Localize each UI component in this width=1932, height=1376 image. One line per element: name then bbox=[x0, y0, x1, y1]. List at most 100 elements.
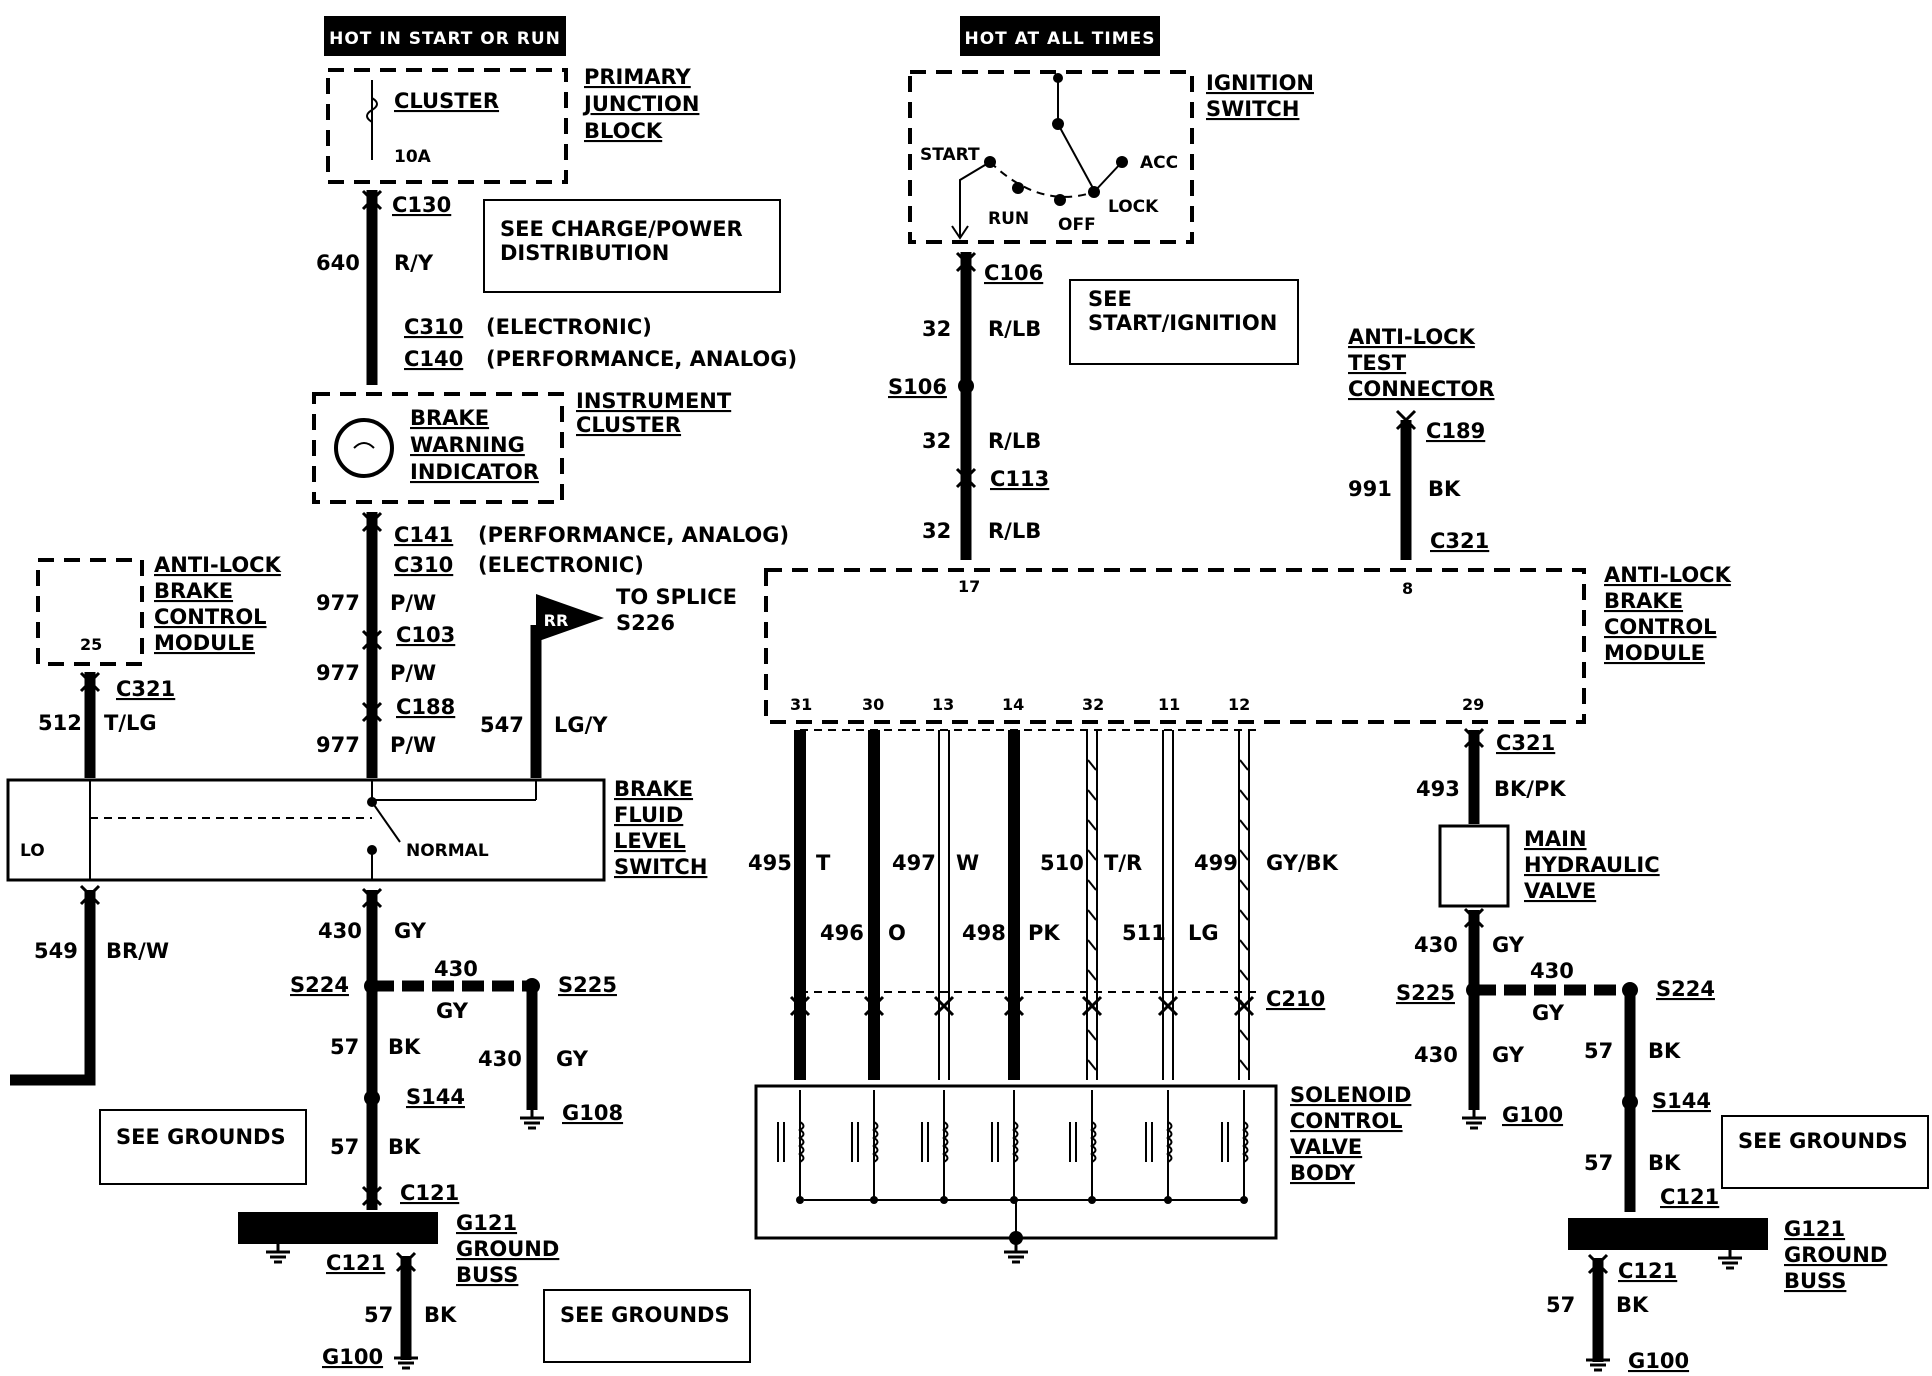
svg-text:S144: S144 bbox=[406, 1085, 465, 1109]
svg-text:SEE GROUNDS: SEE GROUNDS bbox=[1738, 1129, 1908, 1153]
svg-text:RR: RR bbox=[544, 611, 569, 630]
svg-text:32: 32 bbox=[922, 317, 951, 341]
svg-text:57: 57 bbox=[1584, 1151, 1613, 1175]
svg-text:LEVEL: LEVEL bbox=[614, 829, 686, 853]
svg-text:CLUSTER: CLUSTER bbox=[394, 89, 499, 113]
svg-text:W: W bbox=[956, 851, 979, 875]
svg-text:32: 32 bbox=[922, 429, 951, 453]
svg-text:T: T bbox=[816, 851, 831, 875]
harness-wire-6 bbox=[1157, 730, 1179, 1080]
solenoid-harness bbox=[789, 730, 1255, 1080]
abs-pin-14: 14 bbox=[1002, 695, 1024, 714]
see-start-ignition-note: SEE START/IGNITION bbox=[1069, 279, 1299, 365]
svg-text:BRAKE: BRAKE bbox=[1604, 589, 1683, 613]
svg-text:495: 495 bbox=[748, 851, 792, 875]
svg-text:57: 57 bbox=[1584, 1039, 1613, 1063]
svg-text:8: 8 bbox=[1402, 579, 1413, 598]
svg-text:GY: GY bbox=[394, 919, 427, 943]
svg-text:496: 496 bbox=[820, 921, 864, 945]
svg-text:GY: GY bbox=[556, 1047, 589, 1071]
svg-text:57: 57 bbox=[364, 1303, 393, 1327]
svg-text:G100: G100 bbox=[1628, 1349, 1689, 1373]
solenoid-coil-icon bbox=[991, 1090, 1019, 1204]
svg-text:C140: C140 bbox=[404, 347, 463, 371]
svg-text:499: 499 bbox=[1194, 851, 1238, 875]
svg-text:(PERFORMANCE, ANALOG): (PERFORMANCE, ANALOG) bbox=[486, 347, 797, 371]
svg-text:P/W: P/W bbox=[390, 661, 436, 685]
svg-text:C189: C189 bbox=[1426, 419, 1485, 443]
svg-text:BRAKE: BRAKE bbox=[154, 579, 233, 603]
svg-text:S224: S224 bbox=[290, 973, 349, 997]
svg-text:430: 430 bbox=[1414, 1043, 1458, 1067]
fuse-icon bbox=[366, 97, 378, 123]
brake-fluid-level-switch: LO NORMAL BRAKE FLUID LEVEL SWITCH bbox=[6, 777, 707, 882]
svg-text:10A: 10A bbox=[394, 147, 432, 167]
svg-text:O: O bbox=[888, 921, 906, 945]
svg-text:C121: C121 bbox=[1618, 1259, 1677, 1283]
svg-text:430: 430 bbox=[318, 919, 362, 943]
svg-text:NORMAL: NORMAL bbox=[406, 841, 489, 861]
svg-text:C321: C321 bbox=[116, 677, 175, 701]
svg-text:DISTRIBUTION: DISTRIBUTION bbox=[500, 241, 669, 265]
svg-text:P/W: P/W bbox=[390, 591, 436, 615]
svg-text:C113: C113 bbox=[990, 467, 1049, 491]
svg-text:MODULE: MODULE bbox=[1604, 641, 1705, 665]
svg-text:LG: LG bbox=[1188, 921, 1219, 945]
abs-module-small: 25 ANTI-LOCK BRAKE CONTROL MODULE bbox=[36, 553, 282, 666]
svg-text:CONTROL: CONTROL bbox=[154, 605, 267, 629]
harness-wire-1 bbox=[789, 730, 811, 1080]
svg-text:BUSS: BUSS bbox=[1784, 1269, 1846, 1293]
svg-text:430: 430 bbox=[1414, 933, 1458, 957]
see-grounds-note-3: SEE GROUNDS bbox=[1721, 1115, 1929, 1189]
svg-text:ANTI-LOCK: ANTI-LOCK bbox=[1604, 563, 1732, 587]
svg-text:57: 57 bbox=[330, 1035, 359, 1059]
svg-text:GY: GY bbox=[436, 999, 469, 1023]
svg-text:CONNECTOR: CONNECTOR bbox=[1348, 377, 1495, 401]
abs-test-connector: ANTI-LOCK TEST CONNECTOR bbox=[1348, 325, 1495, 401]
svg-text:LG/Y: LG/Y bbox=[554, 713, 608, 737]
svg-text:C321: C321 bbox=[1496, 731, 1555, 755]
svg-text:(ELECTRONIC): (ELECTRONIC) bbox=[486, 315, 652, 339]
solenoid-coil-icon bbox=[1221, 1090, 1249, 1204]
svg-text:ANTI-LOCK: ANTI-LOCK bbox=[1348, 325, 1476, 349]
svg-text:511: 511 bbox=[1122, 921, 1166, 945]
harness-wire-5 bbox=[1081, 730, 1103, 1080]
svg-text:G100: G100 bbox=[322, 1345, 383, 1369]
svg-text:BRAKE: BRAKE bbox=[614, 777, 693, 801]
svg-text:497: 497 bbox=[892, 851, 936, 875]
ignition-switch: START RUN OFF LOCK ACC IGNITION SWITCH bbox=[908, 70, 1314, 244]
svg-text:S225: S225 bbox=[1396, 981, 1455, 1005]
svg-text:C321: C321 bbox=[1430, 529, 1489, 553]
svg-text:430: 430 bbox=[434, 957, 478, 981]
abs-pin-29: 29 bbox=[1462, 695, 1484, 714]
solenoid-control-valve-body: SOLENOID CONTROL VALVE BODY bbox=[754, 1083, 1411, 1264]
svg-text:GY: GY bbox=[1492, 1043, 1525, 1067]
solenoid-coil-icon bbox=[1145, 1090, 1173, 1204]
svg-text:SEE: SEE bbox=[1088, 287, 1132, 311]
svg-text:JUNCTION: JUNCTION bbox=[582, 92, 699, 116]
svg-text:TEST: TEST bbox=[1348, 351, 1407, 375]
svg-text:CONTROL: CONTROL bbox=[1604, 615, 1717, 639]
svg-text:LOCK: LOCK bbox=[1108, 197, 1159, 217]
svg-text:GY: GY bbox=[1532, 1001, 1565, 1025]
svg-text:C106: C106 bbox=[984, 261, 1043, 285]
svg-text:(ELECTRONIC): (ELECTRONIC) bbox=[478, 553, 644, 577]
harness-wire-3 bbox=[933, 730, 955, 1080]
svg-text:498: 498 bbox=[962, 921, 1006, 945]
svg-text:S106: S106 bbox=[888, 375, 947, 399]
svg-text:493: 493 bbox=[1416, 777, 1460, 801]
svg-text:977: 977 bbox=[316, 591, 360, 615]
svg-text:SOLENOID: SOLENOID bbox=[1290, 1083, 1411, 1107]
svg-text:BK: BK bbox=[1428, 477, 1461, 501]
svg-text:HYDRAULIC: HYDRAULIC bbox=[1524, 853, 1660, 877]
svg-text:CONTROL: CONTROL bbox=[1290, 1109, 1403, 1133]
svg-text:32: 32 bbox=[922, 519, 951, 543]
bulb-icon bbox=[334, 418, 394, 478]
svg-text:S226: S226 bbox=[616, 611, 675, 635]
svg-text:C103: C103 bbox=[396, 623, 455, 647]
svg-text:PK: PK bbox=[1028, 921, 1060, 945]
svg-text:R/LB: R/LB bbox=[988, 429, 1041, 453]
svg-text:VALVE: VALVE bbox=[1524, 879, 1596, 903]
svg-text:GY/BK: GY/BK bbox=[1266, 851, 1339, 875]
